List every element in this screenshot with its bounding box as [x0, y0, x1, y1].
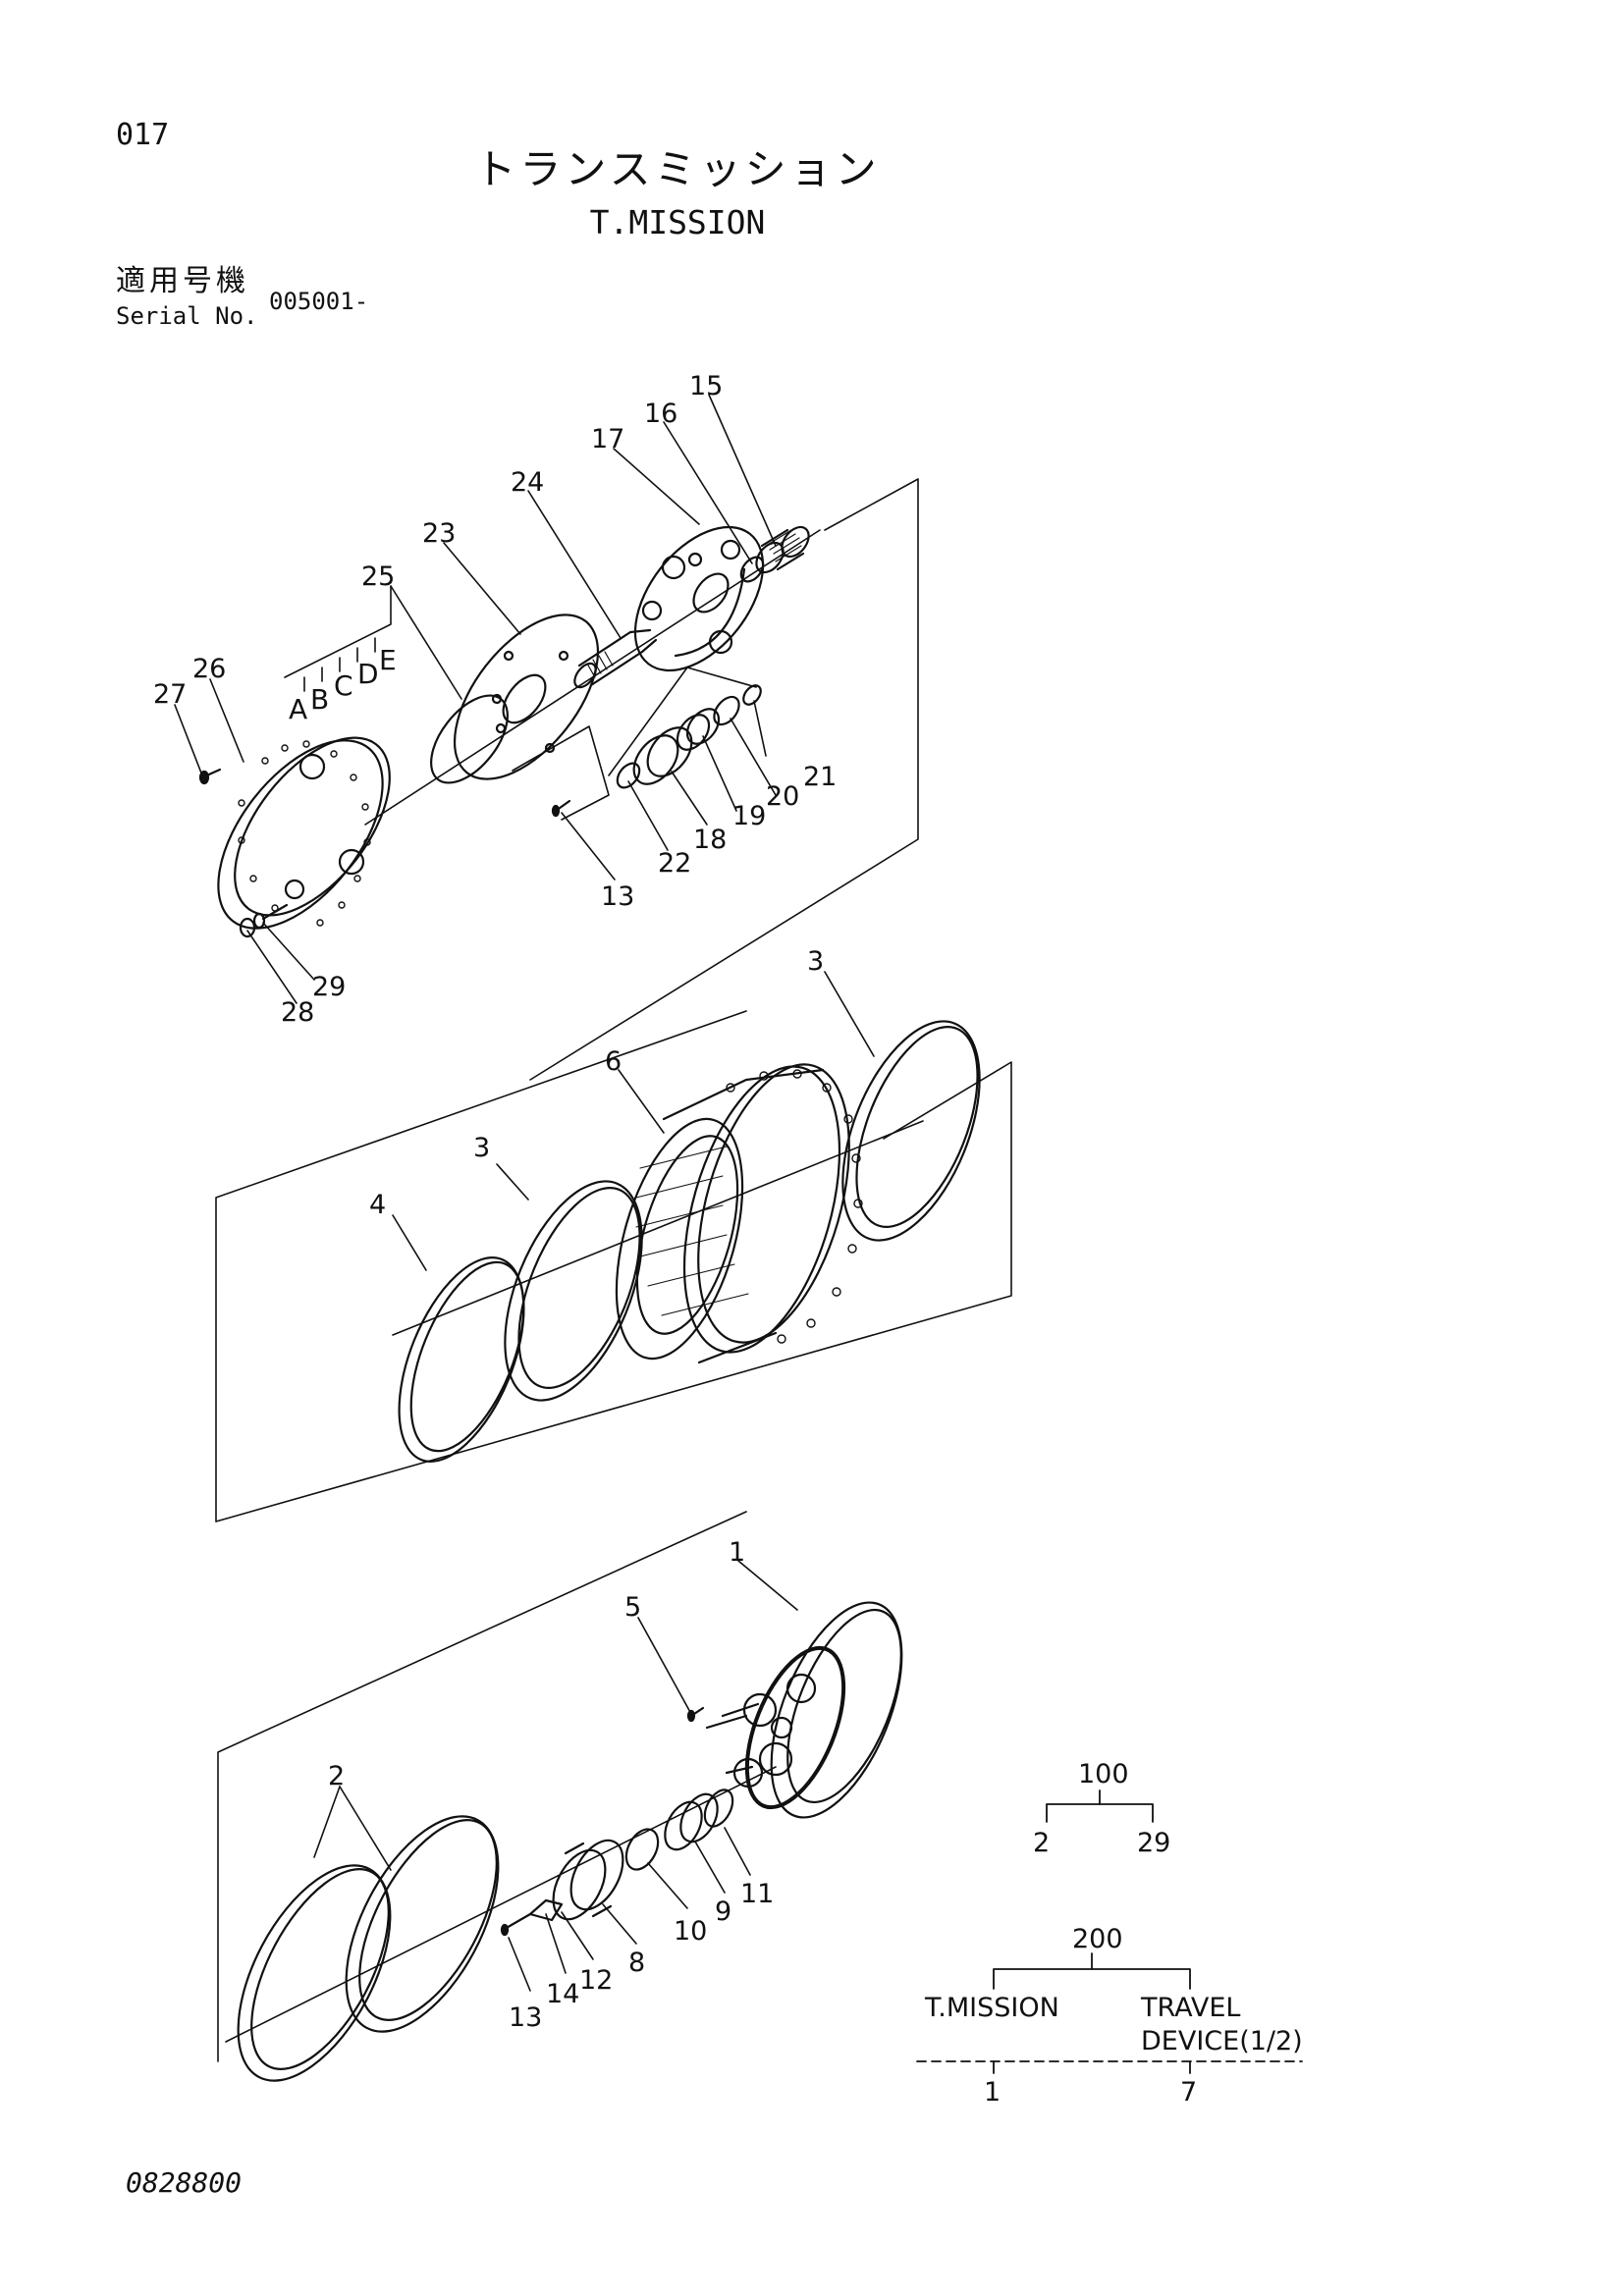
title-english: T.MISSION [589, 203, 766, 241]
callout-13-upper: 13 [601, 881, 634, 912]
carrier-part-17 [633, 525, 765, 672]
lock-plate-part-4 [398, 1256, 525, 1463]
assembly-tree-100: 100 2 29 [1033, 1759, 1170, 1858]
phantom-sub-frame [512, 725, 610, 821]
callout-13-lower: 13 [509, 2002, 542, 2033]
callout-A: A [289, 693, 307, 725]
upper-carrier-group [198, 478, 919, 1081]
plug-part-28-and-washer-part-29 [239, 903, 289, 938]
tree-200-child-device: DEVICE(1/2) [1141, 2026, 1303, 2056]
snap-ring-part-16 [739, 556, 765, 583]
callout-B: B [310, 683, 329, 716]
callout-3-right: 3 [807, 946, 824, 977]
planet-gear-stack-parts-18-22 [616, 684, 762, 789]
callout-5: 5 [624, 1592, 641, 1623]
floating-seals-part-2 [237, 1815, 500, 2082]
shaft-part-24 [573, 628, 658, 689]
callout-12: 12 [579, 1965, 613, 1996]
phantom-frame-middle [215, 1010, 1012, 1522]
callout-29: 29 [312, 972, 346, 1002]
callout-labels: 15 16 17 24 23 25 26 27 A B C D E 21 20 … [153, 371, 837, 2033]
lower-spindle-group [217, 1511, 903, 2082]
tree-100-child-last: 29 [1137, 1828, 1170, 1858]
screw-part-13-and-plate-part-14 [500, 1898, 564, 1937]
title-japanese: トランスミッション [474, 145, 881, 193]
phantom-frame-upper [529, 478, 919, 1081]
spacer-part-10 [624, 1828, 660, 1871]
seal-part-3-right [841, 1020, 981, 1242]
axis-line-middle [392, 1120, 924, 1336]
middle-hub-group [215, 1010, 1012, 1522]
serial-number-value: 005001- [269, 288, 369, 315]
tree-200-child-travel: TRAVEL [1140, 1993, 1240, 2023]
ring-part-11 [703, 1789, 734, 1828]
serial-label-english: Serial No. [116, 302, 258, 330]
callout-24: 24 [511, 467, 544, 498]
callout-6: 6 [605, 1046, 622, 1077]
assembly-tree-200: 200 T.MISSION TRAVEL DEVICE(1/2) 1 7 [916, 1924, 1303, 2108]
leader-lines [174, 394, 875, 1992]
callout-23: 23 [422, 518, 456, 549]
callout-27: 27 [153, 679, 187, 710]
callout-25: 25 [361, 561, 395, 592]
tree-200-parent: 200 [1072, 1924, 1123, 1954]
callout-8: 8 [628, 1948, 645, 1978]
sun-gear-part-15 [755, 525, 810, 574]
callout-4: 4 [369, 1190, 386, 1220]
tree-100-parent: 100 [1078, 1759, 1129, 1789]
thrust-plate-part-23 [453, 614, 600, 780]
callout-17: 17 [591, 424, 624, 454]
hub-part-6 [615, 1063, 863, 1364]
callout-22: 22 [658, 848, 691, 879]
phantom-sub-frame-2 [608, 667, 757, 776]
callout-1: 1 [729, 1537, 745, 1568]
callout-16: 16 [644, 399, 677, 429]
callout-10: 10 [674, 1916, 707, 1947]
document-number: 0828800 [126, 2166, 243, 2199]
callout-C: C [334, 669, 353, 702]
seal-part-3-left [504, 1180, 643, 1402]
tree-100-child-first: 2 [1033, 1828, 1050, 1858]
callout-E: E [379, 644, 397, 676]
phantom-frame-lower [217, 1511, 747, 2062]
bearing-part-9 [664, 1800, 703, 1851]
serial-label-japanese: 適用号機 [116, 264, 249, 298]
gear-part-8 [552, 1839, 624, 1921]
callout-18: 18 [693, 825, 727, 855]
callout-15: 15 [689, 371, 723, 401]
callout-11: 11 [740, 1879, 774, 1909]
tree-200-child-tmission: T.MISSION [924, 1993, 1059, 2023]
axis-line-lower [225, 1766, 777, 2043]
callout-9: 9 [715, 1896, 731, 1927]
callout-20: 20 [766, 781, 799, 812]
callout-14: 14 [546, 1979, 579, 2009]
screw-part-27 [198, 768, 222, 785]
cover-plate-part-26 [217, 736, 391, 930]
callout-2: 2 [328, 1761, 345, 1791]
callout-3-left: 3 [473, 1133, 490, 1163]
spindle-part-1 [705, 1601, 903, 1819]
tree-200-qty-travel: 7 [1180, 2077, 1197, 2108]
callout-19: 19 [732, 801, 766, 831]
callout-D: D [357, 658, 379, 690]
callout-21: 21 [803, 762, 837, 792]
pin-part-5 [686, 1706, 705, 1723]
tree-200-qty-tmission: 1 [984, 2077, 1001, 2108]
callout-28: 28 [281, 997, 314, 1028]
screw-part-13-upper [551, 799, 571, 818]
callout-26: 26 [192, 654, 226, 684]
page-number: 017 [116, 118, 170, 152]
